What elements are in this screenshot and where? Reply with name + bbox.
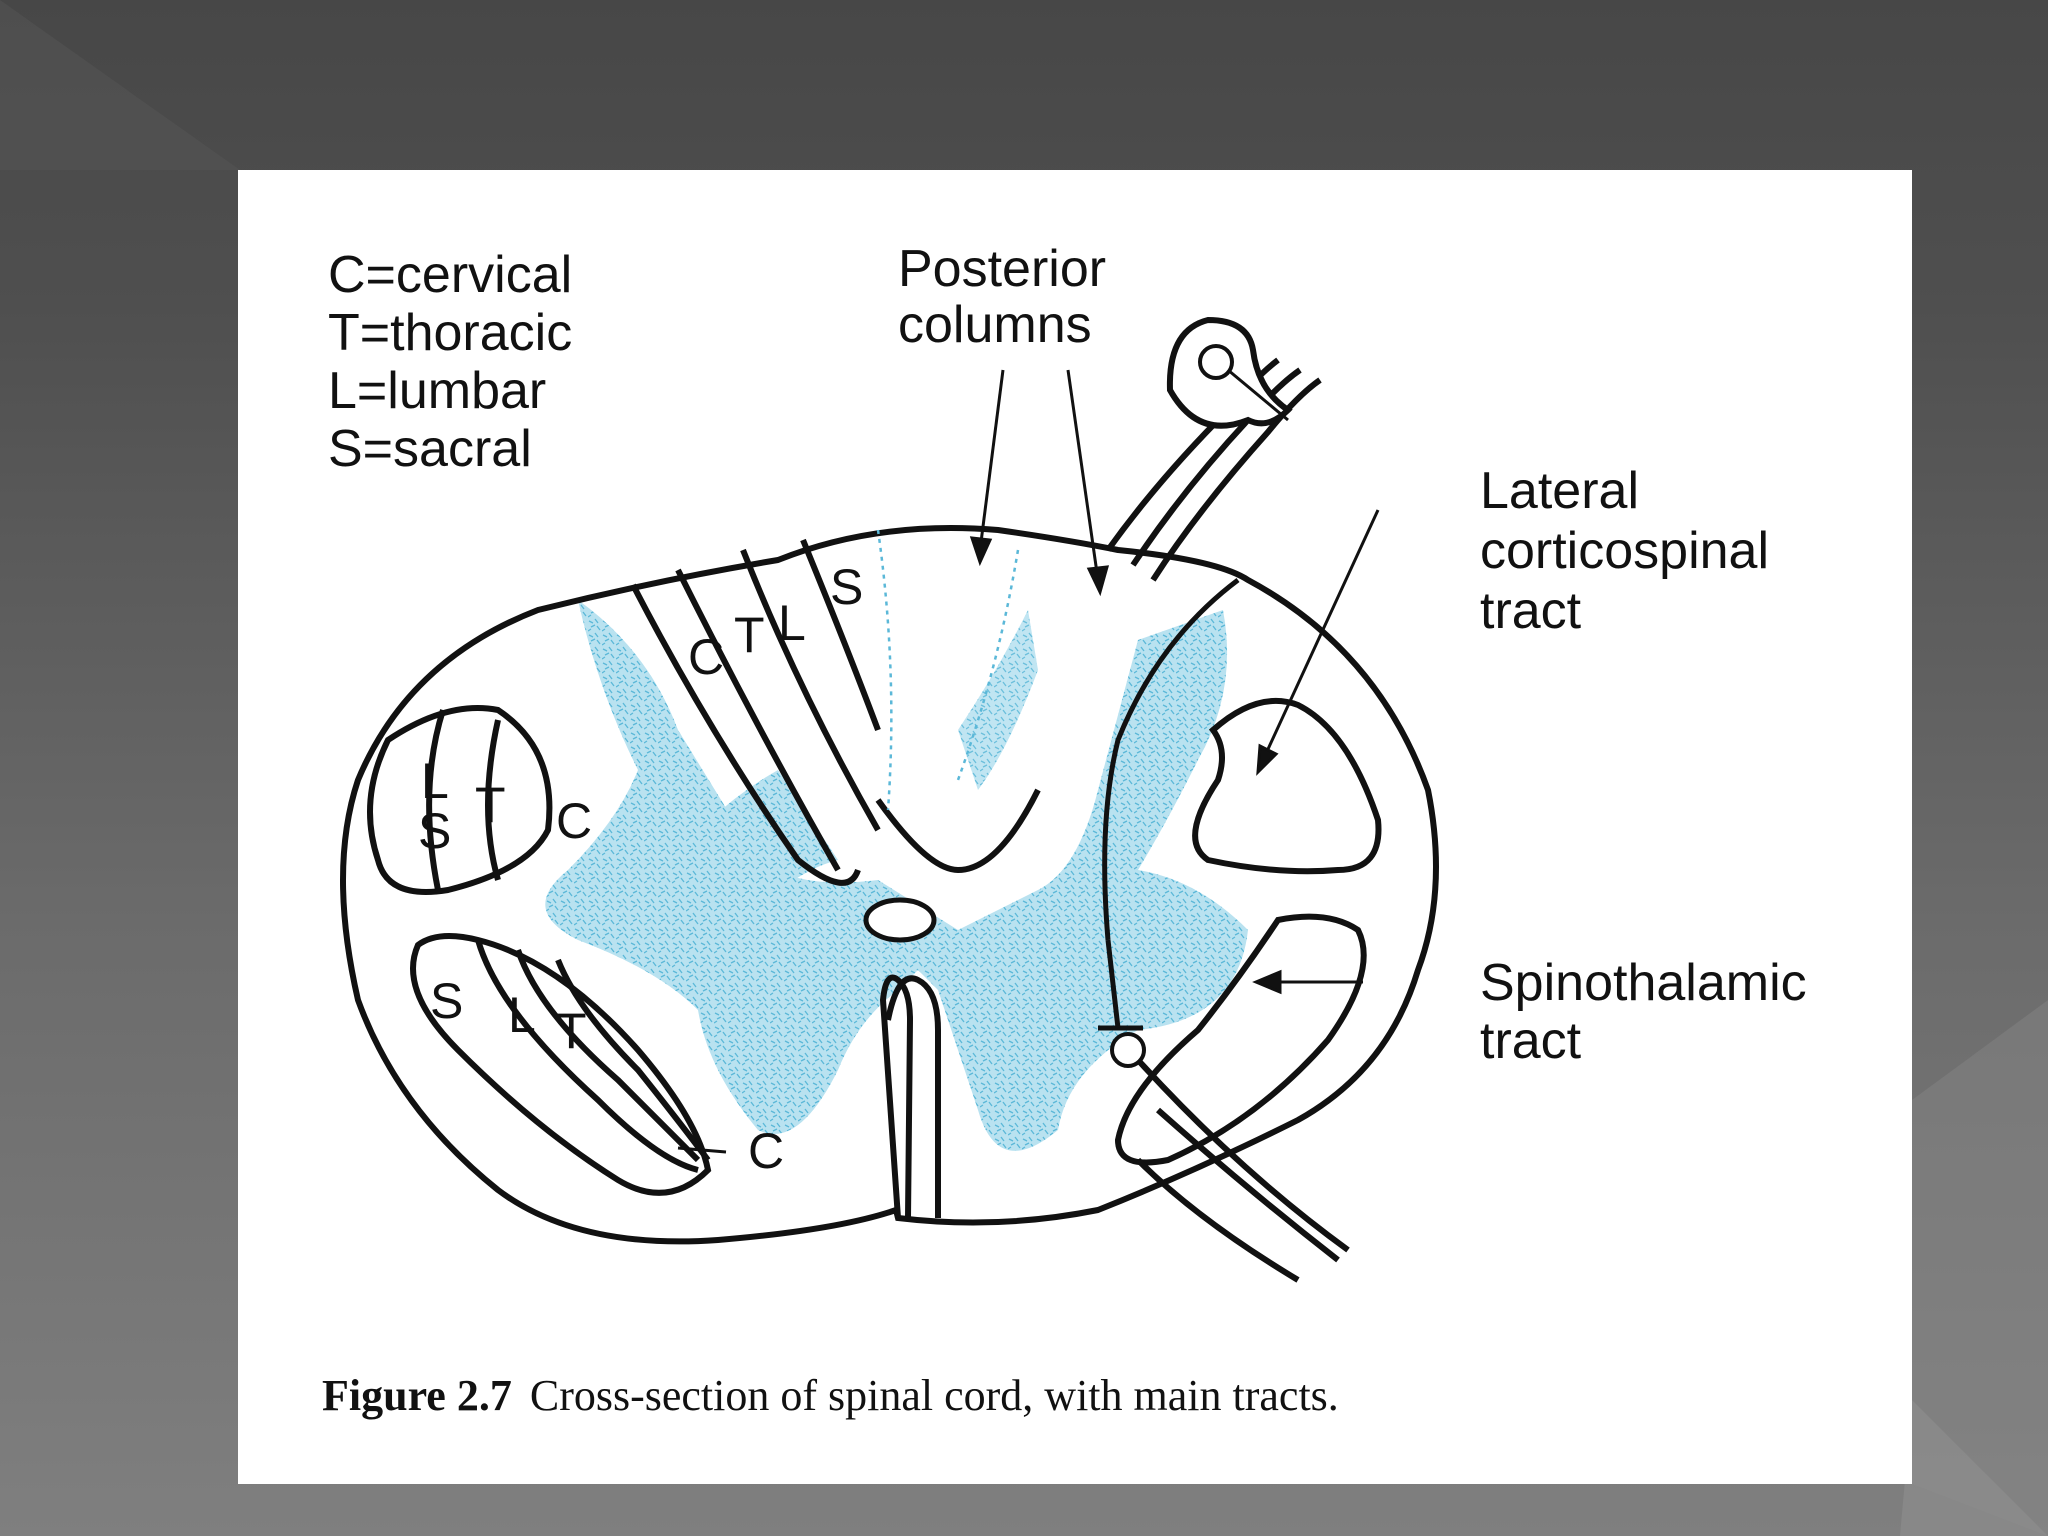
figure-card: C=cervical T=thoracic L=lumbar S=sacral … bbox=[238, 170, 1912, 1484]
segment-t-lateral: T bbox=[475, 777, 506, 833]
legend-sacral: S=sacral bbox=[328, 420, 532, 478]
segment-t-dorsal: T bbox=[734, 607, 765, 663]
segment-l-ventral: L bbox=[508, 987, 536, 1043]
segment-l-dorsal: L bbox=[778, 595, 806, 651]
cord-outline bbox=[340, 525, 1439, 1245]
segment-c-ventral: C bbox=[748, 1123, 785, 1179]
segment-s-lateral: S bbox=[418, 803, 452, 859]
posterior-columns-arrows bbox=[969, 369, 1110, 597]
lateral-corticospinal-arrow bbox=[1256, 509, 1380, 776]
spinothalamic-arrow bbox=[1252, 969, 1363, 995]
legend-thoracic: T=thoracic bbox=[328, 304, 573, 362]
label-spino-line2: tract bbox=[1480, 1012, 1582, 1070]
lateral-corticospinal-shape bbox=[1192, 697, 1382, 875]
figure-number: Figure 2.7 bbox=[322, 1371, 512, 1420]
label-posterior-line1: Posterior bbox=[898, 240, 1107, 298]
figure-caption-text: Cross-section of spinal cord, with main … bbox=[529, 1371, 1339, 1420]
segment-s-dorsal: S bbox=[830, 559, 864, 615]
segment-t-ventral: T bbox=[556, 1003, 587, 1059]
segment-c-lateral: C bbox=[556, 793, 593, 849]
segment-s-ventral: S bbox=[430, 973, 464, 1029]
label-lateral-line2: corticospinal bbox=[1480, 522, 1770, 580]
label-posterior-line2: columns bbox=[898, 296, 1092, 354]
segment-l-lateral: L bbox=[421, 753, 449, 809]
label-spino-line1: Spinothalamic bbox=[1480, 954, 1807, 1012]
segment-c-dorsal: C bbox=[688, 629, 725, 685]
cervical-pointer bbox=[677, 1146, 727, 1154]
central-canal bbox=[863, 897, 937, 943]
figure-caption: Figure 2.7 Cross-section of spinal cord, … bbox=[322, 1370, 1339, 1421]
legend-lumbar: L=lumbar bbox=[328, 362, 547, 420]
grey-matter bbox=[545, 600, 1248, 1151]
legend-cervical: C=cervical bbox=[328, 246, 573, 304]
label-lateral-line3: tract bbox=[1480, 582, 1582, 640]
spinal-cord-diagram bbox=[340, 316, 1439, 1283]
lateral-bundle bbox=[367, 705, 553, 895]
label-lateral-line1: Lateral bbox=[1480, 462, 1639, 520]
